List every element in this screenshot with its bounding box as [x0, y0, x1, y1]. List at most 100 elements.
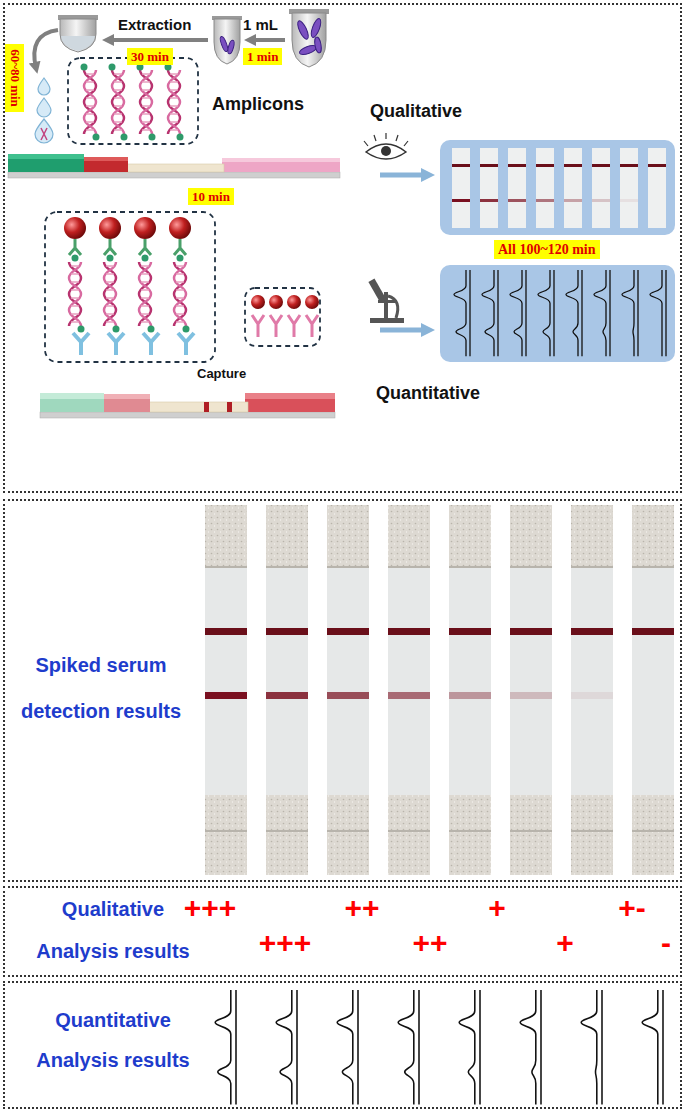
serum-strip: [510, 505, 552, 875]
scan-curve: [581, 990, 602, 1104]
eye-icon: [364, 133, 408, 146]
drop: [35, 119, 53, 143]
microscope-icon: [384, 292, 388, 319]
step-label: 1 mL: [243, 16, 278, 33]
scan-curve: [510, 270, 526, 356]
scan-curve: [215, 990, 663, 1104]
scan-curve: [276, 990, 292, 1104]
test-line: [388, 692, 430, 699]
control-antibody: [270, 315, 282, 337]
control-line: [452, 164, 666, 167]
test-strip: [227, 402, 232, 412]
grade-mark: -: [661, 926, 671, 960]
sample-tube: [296, 19, 311, 40]
test-strip: [8, 158, 84, 172]
time-tag: 1 min: [243, 48, 282, 65]
test-line: [508, 199, 526, 202]
scan-curve: [215, 990, 236, 1104]
control-line: [266, 628, 308, 635]
label-dot: [72, 255, 190, 333]
label-dot: [121, 134, 128, 141]
strip-pad: [632, 795, 674, 875]
pad-edge: [327, 830, 369, 832]
label-dot: [78, 326, 85, 333]
pad-edge: [388, 830, 430, 832]
mini-strip: [536, 148, 554, 228]
test-line: [452, 199, 638, 202]
label-dot: [81, 64, 88, 71]
scan-curve: [642, 990, 658, 1104]
strip-pad: [571, 505, 613, 567]
amplicon: [104, 262, 116, 326]
panel-title: Spiked serum detection results: [10, 642, 192, 734]
step-label: Amplicons: [212, 94, 304, 115]
pad-edge: [205, 830, 247, 832]
microscope-icon: [368, 279, 386, 303]
strip-pad: [449, 795, 491, 875]
test-strip: [40, 398, 104, 412]
scan-curve: [497, 270, 498, 356]
amplicon: [140, 70, 152, 134]
test-line: [592, 199, 610, 202]
sample-tube: [289, 9, 329, 67]
grade-mark: ++: [344, 891, 379, 925]
test-line: [510, 692, 552, 699]
eye-icon: [366, 144, 406, 159]
scan-curve: [520, 990, 536, 1104]
serum-strip: [327, 505, 369, 875]
scan-curve: [601, 990, 603, 1104]
amplicon: [174, 262, 186, 326]
scan-curve: [594, 270, 606, 356]
strip-pad: [510, 795, 552, 875]
label-dot: [149, 134, 156, 141]
drop: [35, 78, 53, 143]
scan-curve: [482, 270, 494, 356]
gold-conjugate: [64, 217, 86, 239]
label-dot: [93, 134, 100, 141]
scan-curve: [540, 990, 542, 1104]
test-line: [480, 199, 498, 202]
scan-curve: [357, 990, 359, 1104]
gold-conjugate: [305, 295, 319, 309]
control-line: [536, 164, 554, 167]
test-strip: [245, 398, 335, 412]
result-panel: Qualitative Analysis results: [3, 886, 682, 977]
gold-conjugate: [251, 295, 265, 309]
pad-edge: [632, 830, 674, 832]
amplicon: [168, 70, 180, 134]
scan-curve: [454, 270, 466, 356]
grade-mark: +: [488, 891, 506, 925]
grade-mark: +++: [184, 891, 237, 925]
test-line: [620, 199, 638, 202]
mini-strip: [508, 148, 526, 228]
capture-antibody: [178, 333, 194, 355]
control-line: [508, 164, 526, 167]
time-tag: 30 min: [127, 48, 173, 65]
strip-pad: [266, 795, 308, 875]
result-arrow: [380, 173, 428, 178]
strip-pad: [205, 505, 674, 875]
strip-pad: [327, 505, 369, 567]
control-line: [452, 164, 470, 167]
test-strip: [80, 157, 128, 161]
amplicon: [84, 70, 96, 134]
pad-edge: [510, 830, 552, 832]
control-antibody: [252, 315, 264, 337]
amplicon: [69, 262, 186, 326]
grade-mark: +++: [259, 926, 312, 960]
pad-edge: [266, 830, 308, 832]
control-antibody: [306, 315, 318, 337]
time-text: 30 min: [131, 49, 169, 64]
pad-edge: [205, 566, 674, 832]
control-line: [592, 164, 610, 167]
strip-pad: [388, 505, 430, 567]
drop-amplicon: [41, 128, 47, 140]
scan-curve: [553, 270, 554, 356]
pad-edge: [205, 566, 247, 568]
antibody: [104, 239, 116, 255]
strip-pad: [510, 505, 552, 567]
test-strip: [8, 154, 84, 159]
serum-strip: [571, 505, 613, 875]
strip-pad: [327, 795, 369, 875]
gold-conjugate: [251, 295, 319, 309]
